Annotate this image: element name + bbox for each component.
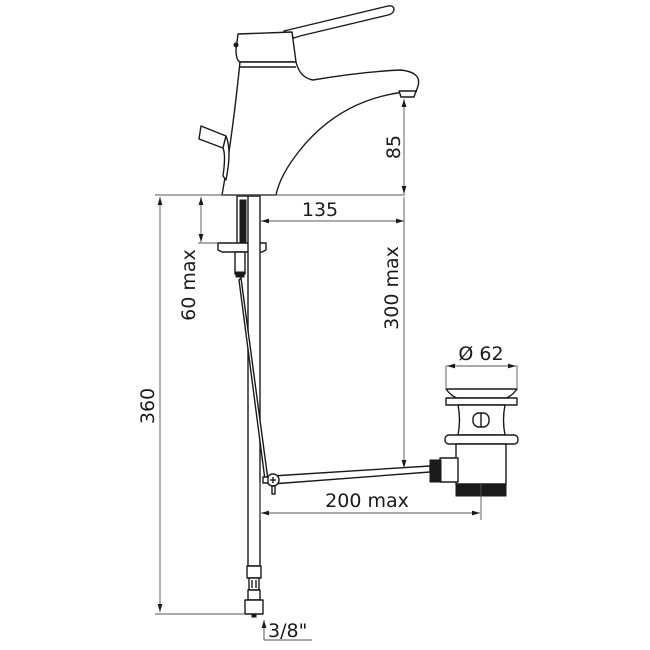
faucet-body bbox=[198, 5, 420, 196]
dim-connection: 3/8" bbox=[268, 620, 307, 642]
spout-body bbox=[221, 61, 420, 196]
dim-waste-diameter: Ø 62 bbox=[458, 343, 503, 365]
extension-lines bbox=[155, 194, 518, 641]
popup-knob bbox=[198, 125, 227, 149]
dim-spout-height: 85 bbox=[383, 135, 405, 159]
dim-waste-depth: 300 max bbox=[381, 246, 403, 330]
lever-handle bbox=[283, 5, 395, 39]
dim-spout-reach: 135 bbox=[302, 199, 338, 221]
aerator bbox=[398, 90, 417, 98]
popup-waste bbox=[429, 388, 519, 497]
cartridge-cap bbox=[235, 31, 297, 63]
dim-total-height: 360 bbox=[137, 388, 159, 424]
dim-deck-thickness: 60 max bbox=[178, 249, 200, 321]
dim-waste-horizontal: 200 max bbox=[325, 490, 409, 512]
underdeck-fittings bbox=[217, 195, 269, 618]
